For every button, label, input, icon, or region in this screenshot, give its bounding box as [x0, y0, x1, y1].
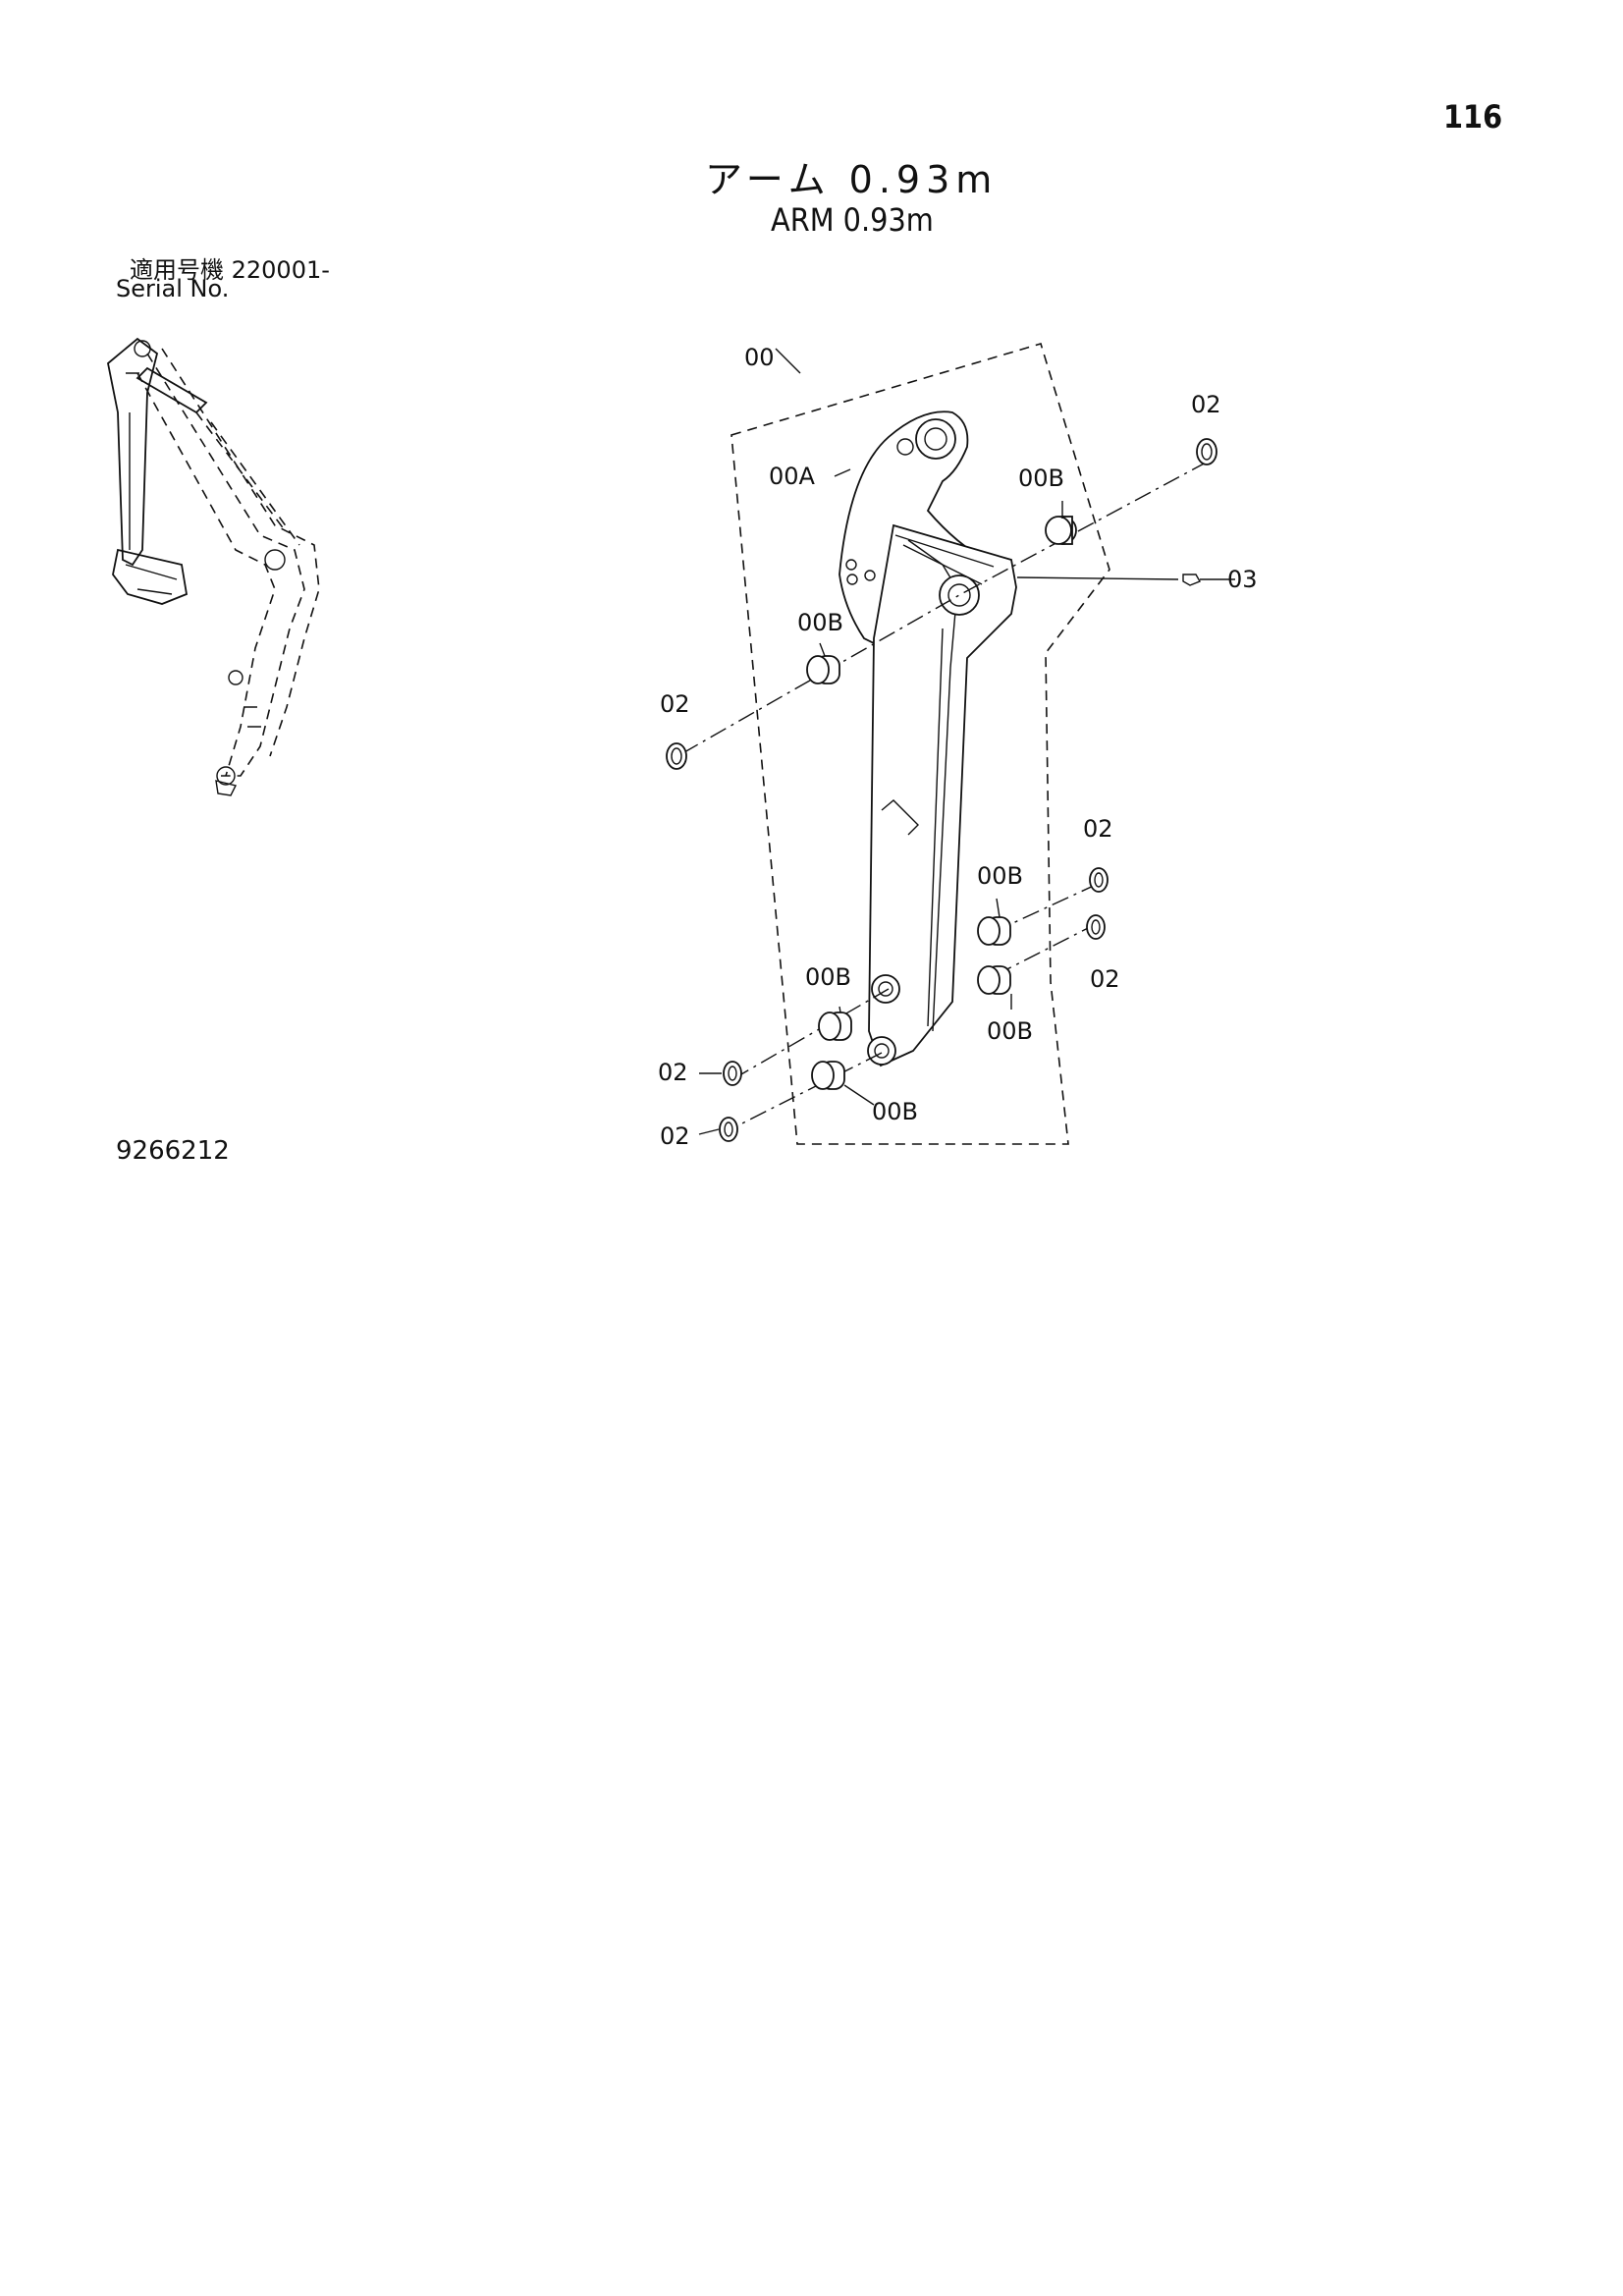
excavator-arm-thumbnail-icon — [107, 337, 320, 796]
callout-00b-low-l2: 00B — [872, 1098, 918, 1125]
callout-02-top: 02 — [1191, 391, 1221, 418]
callout-00b-low-r1: 00B — [977, 862, 1023, 890]
ring-02-group — [666, 438, 1217, 1142]
page-title-jp: アーム 0.93m — [705, 158, 999, 201]
callout-00a: 00A — [769, 463, 816, 490]
page-number: 116 — [1443, 98, 1503, 136]
callout-00b-low-r2: 00B — [987, 1017, 1033, 1045]
callout-00b-low-l1: 00B — [805, 963, 851, 991]
callout-02-low-l2: 02 — [660, 1122, 690, 1150]
drawing-number: 9266212 — [116, 1136, 230, 1166]
grease-fitting-03 — [1182, 574, 1235, 586]
bushing-00b-group — [806, 516, 1077, 1090]
serial-label-en: Serial No. — [116, 275, 230, 302]
page-title-en: ARM 0.93m — [771, 201, 934, 239]
callout-03: 03 — [1227, 566, 1258, 593]
callout-00: 00 — [744, 344, 775, 371]
callout-02-low-l1: 02 — [658, 1059, 688, 1086]
callout-00b-mid: 00B — [797, 609, 843, 636]
callout-02-low-r2: 02 — [1090, 965, 1120, 993]
callout-02-low-r1: 02 — [1083, 815, 1113, 843]
callout-00b-top: 00B — [1018, 465, 1064, 492]
callout-02-mid: 02 — [660, 690, 690, 718]
arm-assembly-exploded-icon — [839, 410, 1017, 1067]
serial-label-jp: 適用号機 220001- — [130, 256, 330, 284]
